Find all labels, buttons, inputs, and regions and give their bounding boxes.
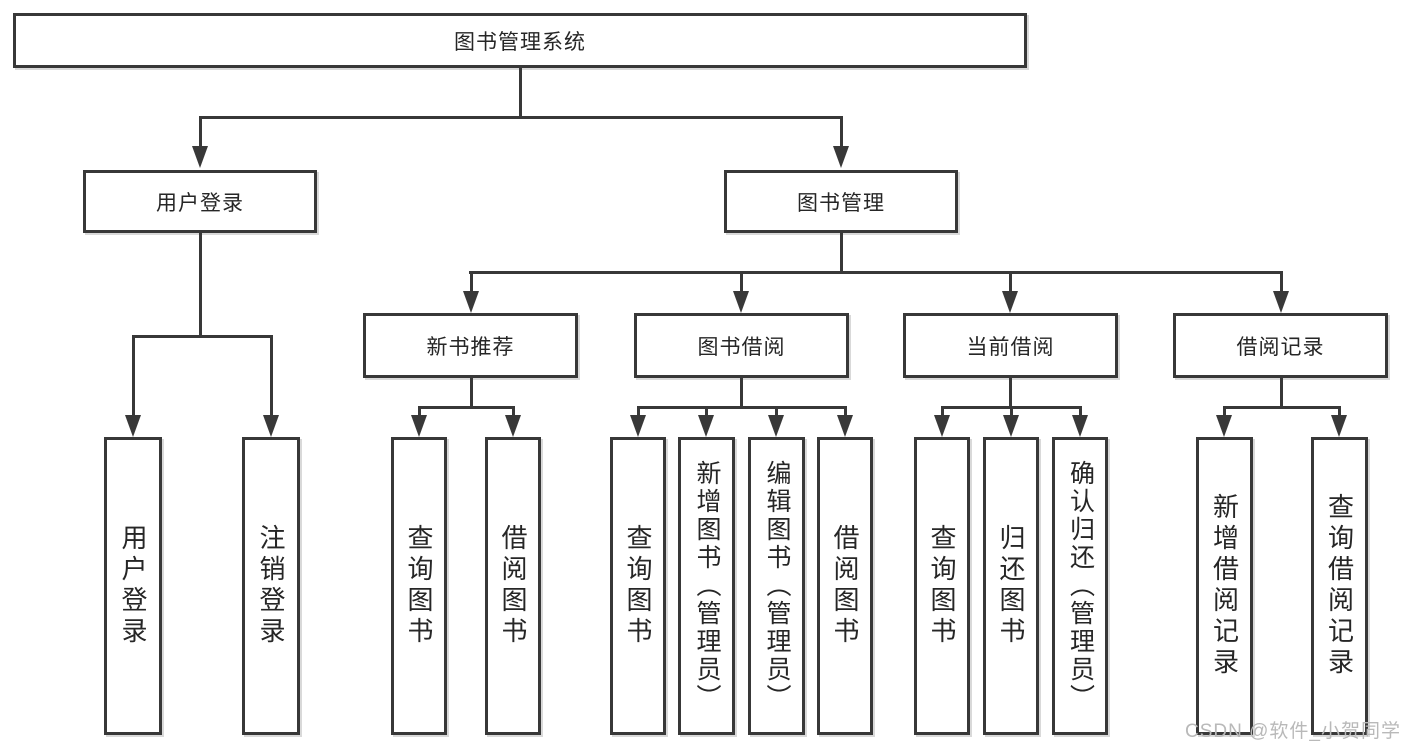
connector-root-stub — [518, 68, 522, 118]
node-book-borrowing: 图书借阅 — [634, 313, 849, 378]
connector-recommend-stub — [469, 378, 473, 409]
arrow-down-icon — [733, 291, 749, 313]
leaf-confirm-return-admin: 确认归还（管理员） — [1052, 437, 1108, 735]
connector-records-rail — [1222, 406, 1341, 409]
arrow-down-icon — [1002, 291, 1018, 313]
arrow-down-icon — [837, 415, 853, 437]
arrow-down-icon — [505, 415, 521, 437]
connector-management-stub — [839, 233, 843, 273]
connector-drop — [940, 406, 944, 418]
arrow-down-icon — [125, 415, 141, 437]
arrow-down-icon — [411, 415, 427, 437]
csdn-watermark: CSDN @软件_小贺同学 — [1185, 721, 1401, 742]
connector-drop-logout-leaf — [269, 335, 273, 418]
arrow-down-icon — [630, 415, 646, 437]
connector-drop-login — [198, 116, 202, 149]
arrow-down-icon — [1273, 291, 1289, 313]
connector-recommend-rail — [417, 406, 515, 409]
connector-login-stub — [198, 233, 202, 337]
arrow-down-icon — [1216, 415, 1232, 437]
connector-current-stub — [1008, 378, 1012, 409]
arrow-down-icon — [768, 415, 784, 437]
connector-drop — [704, 406, 708, 418]
leaf-borrow-books-recommend: 借阅图书 — [485, 437, 541, 735]
connector-borrow-rail — [636, 406, 847, 409]
arrow-down-icon — [1331, 415, 1347, 437]
connector-login-rail — [131, 335, 273, 338]
arrow-down-icon — [1003, 415, 1019, 437]
connector-borrow-stub — [739, 378, 743, 409]
connector-drop — [1078, 406, 1082, 418]
connector-drop-current — [1008, 271, 1012, 292]
arrow-down-icon — [934, 415, 950, 437]
leaf-logout: 注销登录 — [242, 437, 300, 735]
connector-drop — [1009, 406, 1013, 418]
connector-drop-management — [839, 116, 843, 149]
node-library-management-system: 图书管理系统 — [13, 13, 1027, 68]
connector-records-stub — [1279, 378, 1283, 409]
leaf-query-books-recommend: 查询图书 — [391, 437, 447, 735]
leaf-add-borrow-record: 新增借阅记录 — [1196, 437, 1253, 735]
connector-drop — [843, 406, 847, 418]
leaf-edit-books-admin: 编辑图书（管理员） — [748, 437, 805, 735]
leaf-query-books-borrow: 查询图书 — [610, 437, 666, 735]
node-borrowing-records: 借阅记录 — [1173, 313, 1388, 378]
connector-drop-records — [1279, 271, 1283, 292]
leaf-user-login: 用户登录 — [104, 437, 162, 735]
connector-drop — [774, 406, 778, 418]
connector-drop-user-login-leaf — [131, 335, 135, 418]
connector-drop — [636, 406, 640, 418]
connector-drop — [1337, 406, 1341, 418]
connector-drop — [511, 406, 515, 418]
leaf-borrow-books: 借阅图书 — [817, 437, 873, 735]
node-new-book-recommendation: 新书推荐 — [363, 313, 578, 378]
arrow-down-icon — [263, 415, 279, 437]
leaf-query-borrow-record: 查询借阅记录 — [1311, 437, 1368, 735]
connector-drop-borrow — [739, 271, 743, 292]
arrow-down-icon — [1072, 415, 1088, 437]
arrow-down-icon — [192, 146, 208, 168]
node-user-login: 用户登录 — [83, 170, 317, 233]
connector-drop — [417, 406, 421, 418]
arrow-down-icon — [833, 146, 849, 168]
connector-management-rail — [468, 271, 1283, 274]
leaf-add-books-admin: 新增图书（管理员） — [678, 437, 735, 735]
node-current-borrowing: 当前借阅 — [903, 313, 1118, 378]
node-book-management: 图书管理 — [724, 170, 958, 233]
arrow-down-icon — [463, 291, 479, 313]
leaf-query-books-current: 查询图书 — [914, 437, 970, 735]
arrow-down-icon — [698, 415, 714, 437]
leaf-return-books: 归还图书 — [983, 437, 1039, 735]
connector-drop-recommend — [469, 271, 473, 292]
connector-root-rail — [198, 116, 843, 119]
connector-drop — [1222, 406, 1226, 418]
